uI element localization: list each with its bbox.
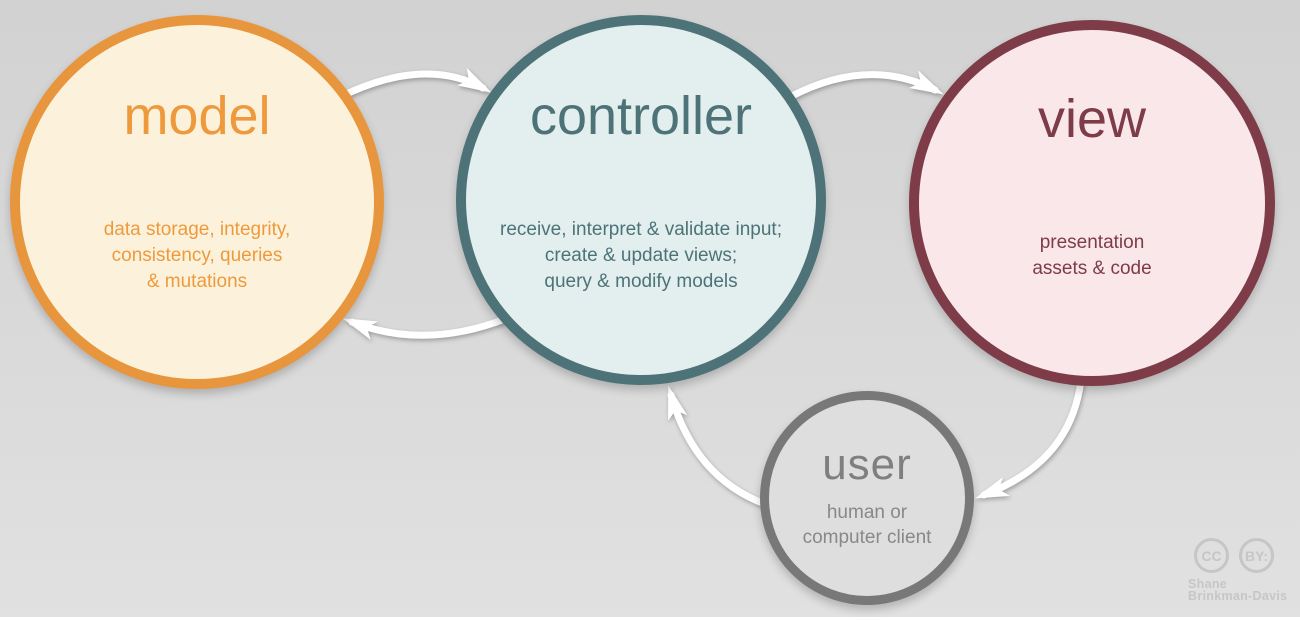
node-controller-desc-line: create & update views; [544,245,738,266]
node-controller: controller receive, interpret & validate… [456,15,826,385]
node-model-desc-line: data storage, integrity, [103,219,291,240]
node-view-description: presentation assets & code [919,230,1265,282]
arrow-view-to-user [974,376,1085,499]
node-user-desc-line: computer client [802,527,932,548]
node-model-desc-line: consistency, queries [111,245,283,266]
node-model: model data storage, integrity, consisten… [10,15,384,389]
node-user-desc-line: human or [826,502,908,523]
arrow-controller-to-model [342,315,509,341]
cc-by-icon: BY: [1239,538,1274,573]
node-view: view presentation assets & code [909,20,1275,386]
node-user-description: human or computer client [769,500,965,550]
attribution-author-line: Shane [1188,577,1228,591]
node-model-desc-line: & mutations [146,271,248,292]
attribution-author: Shane Brinkman-Davis [1188,577,1288,603]
node-user: user human or computer client [760,391,974,605]
node-controller-title: controller [529,86,753,146]
arrow-controller-to-view [786,70,944,101]
node-user-title: user [822,440,912,489]
attribution-author-line: Brinkman-Davis [1188,588,1288,603]
node-view-title: view [1037,89,1147,149]
node-model-description: data storage, integrity, consistency, qu… [20,217,374,295]
node-view-desc-line: assets & code [1032,258,1152,279]
attribution: CC BY: Shane Brinkman-Davis [1188,538,1287,602]
node-model-title: model [123,86,271,146]
arrow-model-to-controller [336,67,492,101]
node-controller-desc-line: receive, interpret & validate input; [500,219,782,240]
arrow-user-to-controller [667,385,769,508]
image-bottom-edge [0,617,1300,620]
node-view-desc-line: presentation [1039,232,1145,253]
cc-icon: CC [1194,538,1229,573]
node-controller-desc-line: query & modify models [544,271,738,292]
node-controller-description: receive, interpret & validate input; cre… [466,217,816,295]
cc-badges: CC BY: [1194,538,1287,573]
